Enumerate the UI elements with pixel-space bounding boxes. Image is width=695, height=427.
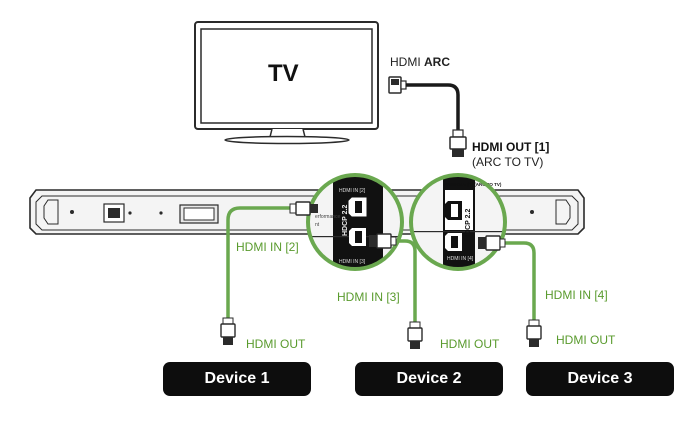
- arc-cable: [388, 76, 467, 157]
- hdmi-in-4-label: HDMI IN [4]: [545, 288, 608, 302]
- hdmi-arc-label-bold: ARC: [424, 55, 450, 69]
- hdmi-zoom-panel-left: HDMI IN [2] HDCP 2.2 HDMI IN [3] erforma…: [306, 173, 404, 271]
- port-label-hdmi-in-4: HDMI IN [4]: [447, 256, 474, 262]
- arc-to-tv-label: (ARC TO TV): [472, 155, 544, 169]
- port-label-hdmi-in-3: HDMI IN [3]: [339, 259, 366, 265]
- hdcp-label-right: HDCP 2.2: [465, 209, 472, 240]
- port-label-hdmi-out-1: HDMI OUT [1] (ARC TO TV): [444, 182, 502, 187]
- device-1-box: Device 1: [163, 362, 311, 396]
- hdmi-in-3-label: HDMI IN [3]: [337, 290, 400, 304]
- tv-illustration: [194, 21, 379, 145]
- device-3-box: Device 3: [526, 362, 674, 396]
- hdmi-arc-label: HDMI ARC: [390, 55, 450, 69]
- port-label-hdmi-in-2: HDMI IN [2]: [339, 188, 366, 194]
- hdmi-out-1-port: [445, 201, 462, 220]
- cable-device-1: [220, 201, 318, 345]
- hdmi-in-3-port: [349, 228, 366, 246]
- device-3-hdmi-out-label: HDMI OUT: [556, 333, 616, 347]
- cable-device-3: [478, 235, 542, 347]
- hdmi-zoom-panel-right: HDMI OUT [1] (ARC TO TV) HDCP 2.2 HDMI I…: [409, 173, 507, 271]
- hdmi-out-1-label: HDMI OUT [1]: [472, 140, 550, 154]
- device-1-hdmi-out-label: HDMI OUT: [246, 337, 306, 351]
- hdmi-in-4-port: [445, 233, 462, 251]
- hdcp-label-left: HDCP 2.2: [342, 205, 349, 236]
- tv-label: TV: [268, 60, 299, 87]
- soundbar-text-fragment-1: erformance: [315, 214, 341, 220]
- soundbar-text-fragment-2: nt: [315, 222, 320, 228]
- device-2-hdmi-out-label: HDMI OUT: [440, 337, 500, 351]
- device-2-box: Device 2: [355, 362, 503, 396]
- hdmi-in-2-port: [348, 197, 367, 217]
- hdmi-in-2-label: HDMI IN [2]: [236, 240, 299, 254]
- cable-device-2: [369, 233, 423, 349]
- hdmi-arc-label-prefix: HDMI: [390, 55, 424, 69]
